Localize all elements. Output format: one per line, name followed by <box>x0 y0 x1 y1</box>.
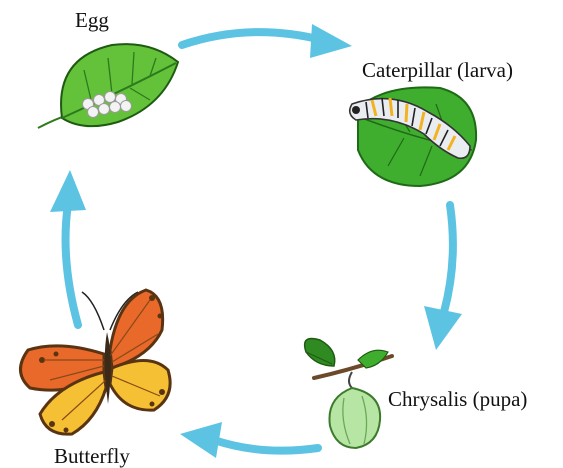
stage-label-pupa: Chrysalis (pupa) <box>388 389 527 410</box>
arrow-egg-to-larva <box>182 24 352 58</box>
egg-leaf-illustration <box>38 44 178 128</box>
arrow-larva-to-pupa <box>424 205 462 350</box>
stage-label-egg: Egg <box>75 10 109 31</box>
arrow-pupa-to-adult <box>180 422 318 458</box>
butterfly-illustration <box>20 290 170 434</box>
chrysalis-illustration <box>305 339 392 449</box>
arrow-adult-to-egg <box>50 170 86 325</box>
caterpillar-illustration <box>350 87 476 186</box>
stage-label-larva: Caterpillar (larva) <box>362 60 513 81</box>
stage-label-butterfly: Butterfly <box>54 446 130 467</box>
